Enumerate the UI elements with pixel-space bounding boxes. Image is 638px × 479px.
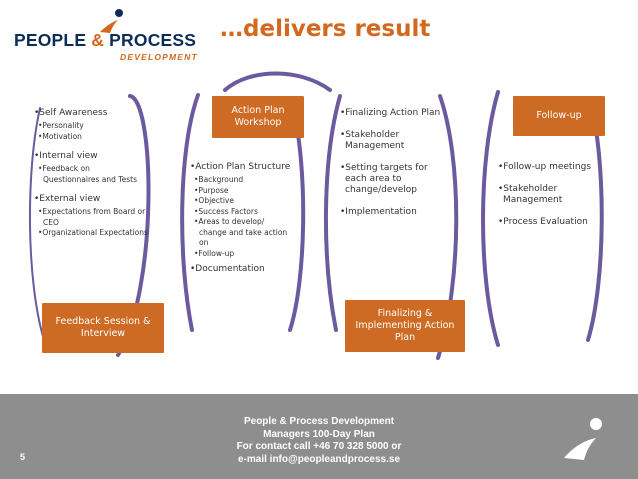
column-3-bullets: •Finalizing Action Plan •Stakeholder Man… bbox=[336, 108, 442, 220]
column-1-bullets: •Self Awareness •Personality •Motivation… bbox=[30, 108, 148, 239]
logo-person-icon bbox=[100, 9, 123, 33]
box-finalizing-implementing: Finalizing & Implementing Action Plan bbox=[345, 300, 465, 352]
box-feedback-session: Feedback Session & Interview bbox=[42, 303, 164, 353]
bullet-objective: •Objective bbox=[194, 196, 234, 205]
logo-subtitle: DEVELOPMENT bbox=[120, 52, 198, 62]
bullet-expectations-board: •Expectations from Board or CEO bbox=[38, 207, 146, 227]
logo-ampersand: & bbox=[91, 30, 105, 50]
bullet-internal-view: •Internal view bbox=[34, 151, 98, 161]
bullet-action-plan-structure: •Action Plan Structure bbox=[190, 162, 291, 172]
bullet-areas-to-develop: •Areas to develop/ change and take actio… bbox=[194, 217, 288, 247]
footer-phone: For contact call +46 70 328 5000 or bbox=[236, 441, 402, 452]
bullet-stakeholder-management-4: •Stakeholder Management bbox=[498, 184, 563, 205]
column-4-bullets: •Follow-up meetings •Stakeholder Managem… bbox=[494, 162, 594, 230]
footer-bar: People & Process Development Managers 10… bbox=[0, 394, 638, 479]
box-action-plan-workshop: Action Plan Workshop bbox=[212, 96, 304, 138]
bullet-purpose: •Purpose bbox=[194, 185, 229, 195]
logo-word-process: PROCESS bbox=[104, 30, 197, 50]
footer-email: e-mail info@peopleandprocess.se bbox=[237, 453, 401, 465]
bullet-implementation: •Implementation bbox=[340, 207, 417, 217]
slide-title: …delivers result bbox=[220, 16, 431, 42]
footer-company: People & Process Development bbox=[243, 416, 395, 427]
box-follow-up: Follow-up bbox=[513, 96, 605, 136]
bullet-stakeholder-management-3: •Stakeholder Management bbox=[340, 130, 405, 151]
column-2-bullets: •Action Plan Structure •Background •Purp… bbox=[186, 162, 292, 277]
bullet-success-factors: •Success Factors bbox=[194, 206, 258, 216]
bullet-organizational-expectations: •Organizational Expectations bbox=[38, 228, 148, 237]
footer-contact: People & Process Development Managers 10… bbox=[0, 416, 638, 466]
footer-logo-person-icon bbox=[564, 418, 602, 460]
bullet-follow-up-meetings: •Follow-up meetings bbox=[498, 162, 592, 172]
bullet-motivation: •Motivation bbox=[38, 131, 82, 141]
bullet-follow-up: •Follow-up bbox=[194, 248, 235, 258]
bullet-documentation: •Documentation bbox=[190, 264, 265, 274]
bullet-process-evaluation: •Process Evaluation bbox=[498, 217, 588, 227]
page-number: 5 bbox=[20, 452, 26, 462]
bullet-personality: •Personality bbox=[38, 121, 84, 130]
logo-wordmark: PEOPLE & PROCESS bbox=[14, 30, 196, 51]
bullet-self-awareness: •Self Awareness bbox=[34, 108, 108, 118]
bullet-setting-targets: •Setting targets for each area to change… bbox=[340, 163, 428, 195]
bullet-finalizing-action-plan: •Finalizing Action Plan bbox=[340, 108, 441, 118]
footer-plan-name: Managers 100-Day Plan bbox=[263, 428, 375, 440]
bullet-feedback-questionnaires: •Feedback on Questionnaires and Tests bbox=[38, 164, 137, 184]
bullet-background: •Background bbox=[194, 175, 244, 184]
company-logo: PEOPLE & PROCESS DEVELOPMENT bbox=[14, 8, 204, 64]
bullet-external-view: •External view bbox=[34, 194, 101, 204]
logo-word-people: PEOPLE bbox=[14, 30, 92, 50]
